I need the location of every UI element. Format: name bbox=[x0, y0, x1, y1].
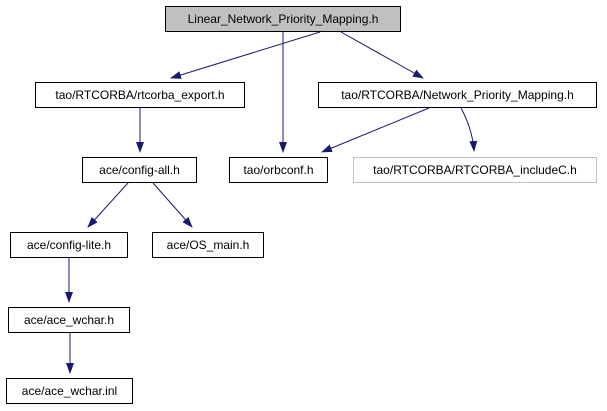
node-ace-ace-wchar-h[interactable]: ace/ace_wchar.h bbox=[8, 307, 130, 333]
edge-network-priority-mapping-to-orbconf bbox=[321, 107, 430, 153]
edge-config-all-to-config-lite bbox=[87, 182, 129, 228]
node-linear-network-priority-mapping-h: Linear_Network_Priority_Mapping.h bbox=[165, 6, 401, 32]
node-tao-rtcorba-rtcorba-export-h[interactable]: tao/RTCORBA/rtcorba_export.h bbox=[35, 82, 245, 108]
node-ace-config-all-h[interactable]: ace/config-all.h bbox=[82, 157, 197, 183]
node-ace-config-lite-h[interactable]: ace/config-lite.h bbox=[10, 232, 128, 258]
node-tao-rtcorba-network-priority-mapping-h[interactable]: tao/RTCORBA/Network_Priority_Mapping.h bbox=[318, 82, 597, 108]
edge-root-to-network-priority-mapping bbox=[340, 31, 424, 79]
node-ace-ace-wchar-inl[interactable]: ace/ace_wchar.inl bbox=[6, 378, 133, 404]
node-tao-orbconf-h[interactable]: tao/orbconf.h bbox=[229, 157, 328, 183]
edge-config-all-to-os-main bbox=[152, 182, 193, 228]
edge-root-to-rtcorba-export bbox=[170, 31, 321, 79]
node-tao-rtcorba-rtcorba-includec-h[interactable]: tao/RTCORBA/RTCORBA_includeC.h bbox=[353, 157, 597, 183]
edge-network-priority-mapping-to-rtcorba-includec bbox=[460, 107, 478, 152]
node-ace-os-main-h[interactable]: ace/OS_main.h bbox=[152, 232, 264, 258]
